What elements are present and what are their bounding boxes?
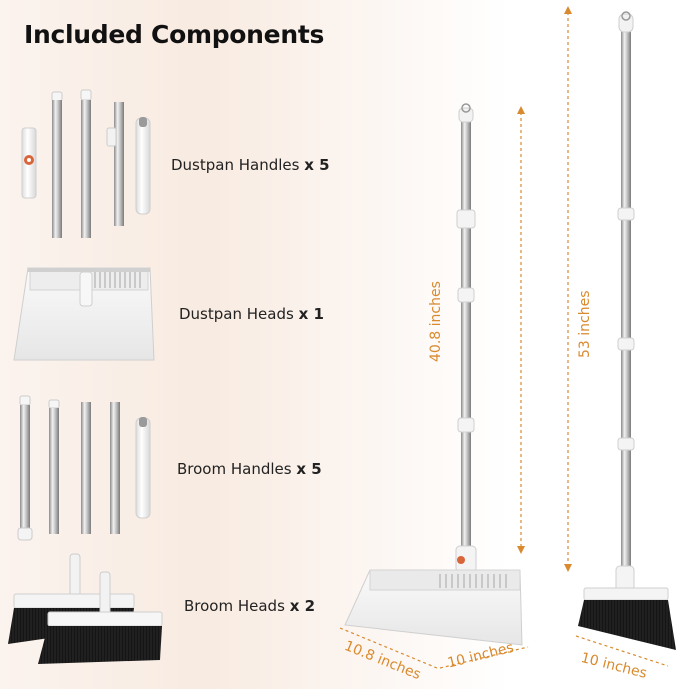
- assembled-broom-image: [578, 11, 676, 650]
- dimension-arrows: [517, 6, 572, 572]
- dustpan-heads-label: Dustpan Heads x 1: [179, 305, 324, 323]
- dimension-lines: [339, 12, 669, 669]
- broom-heads-label: Broom Heads x 2: [184, 597, 316, 615]
- broom-heads-image: [8, 553, 163, 664]
- dustpan-height-label: 40.8 inches: [428, 281, 444, 362]
- assembled-dustpan-image: [344, 103, 523, 646]
- dustpan-head-image: [13, 267, 155, 361]
- broom-handles-image: [17, 395, 151, 541]
- broom-height-label: 53 inches: [577, 290, 593, 358]
- dustpan-handles-image: [21, 89, 151, 238]
- page-title: Included Components: [24, 20, 325, 49]
- broom-handles-label: Broom Handles x 5: [177, 460, 322, 478]
- dustpan-handles-label: Dustpan Handles x 5: [171, 156, 330, 174]
